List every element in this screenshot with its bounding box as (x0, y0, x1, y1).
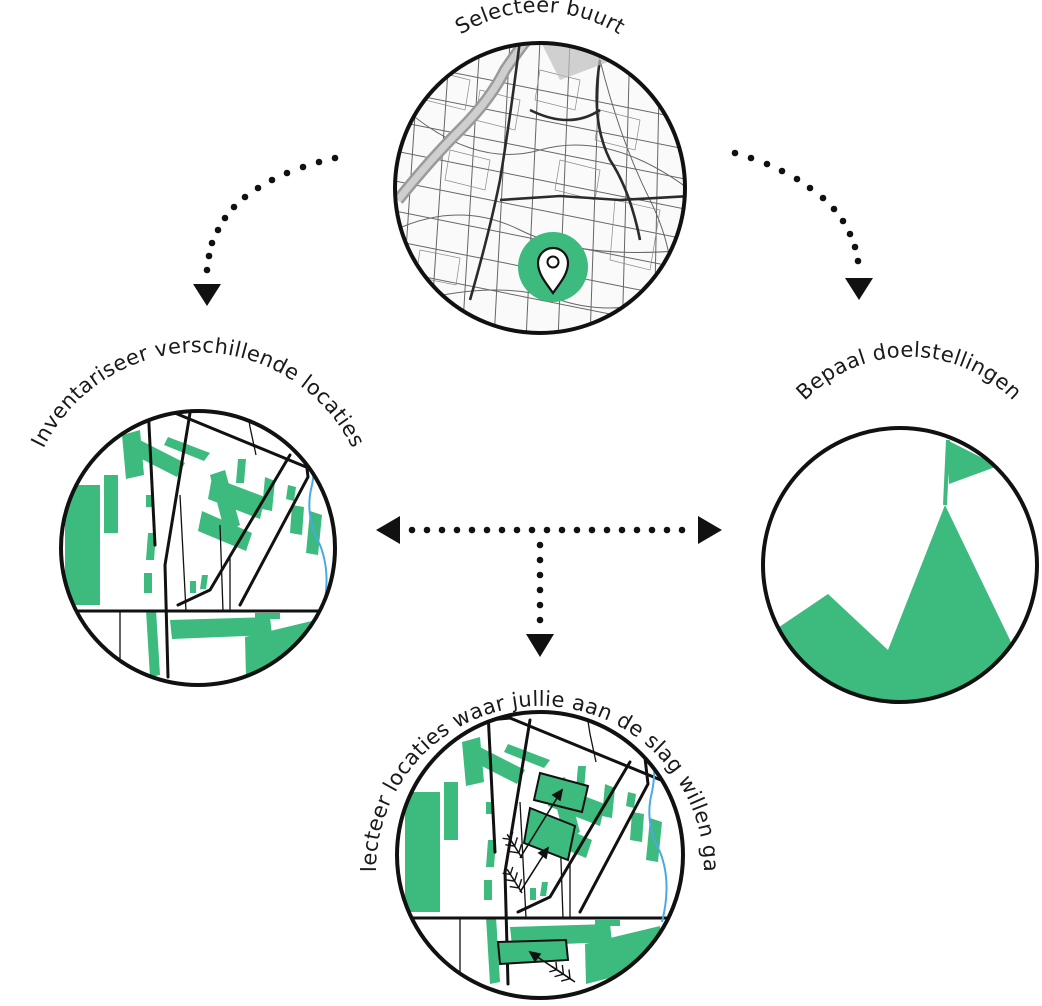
arrow-left-right (376, 516, 722, 544)
step-set-goals-label: Bepaal doelstellingen (792, 338, 1027, 405)
arrowhead-down-icon (193, 284, 221, 306)
arrow-down-to-bottom (526, 541, 554, 657)
step-select-neighbourhood: Selecteer buurt (393, 0, 687, 335)
location-marker (518, 232, 588, 302)
selected-plot-highlights (496, 771, 590, 966)
arrow-top-to-right (731, 149, 873, 300)
arrowhead-left-icon (376, 516, 400, 544)
step-set-goals: Bepaal doelstellingen (761, 338, 1039, 704)
map-pin-icon (536, 246, 570, 295)
arrowhead-down-icon (526, 634, 554, 657)
local-map-image (61, 411, 335, 685)
arrowhead-right-icon (698, 516, 722, 544)
selected-locations-map-image (397, 712, 683, 998)
growth-arrows (519, 788, 573, 981)
mountain-flag-icon (763, 428, 1037, 702)
connector-arrows (193, 149, 873, 657)
step-inventory-locations: Inventariseer verschillende locaties (26, 333, 369, 687)
city-map-image (395, 43, 685, 333)
step-select-neighbourhood-label: Selecteer buurt (451, 0, 629, 39)
arrowhead-down-icon (845, 278, 873, 300)
arrow-top-to-left (193, 154, 339, 306)
